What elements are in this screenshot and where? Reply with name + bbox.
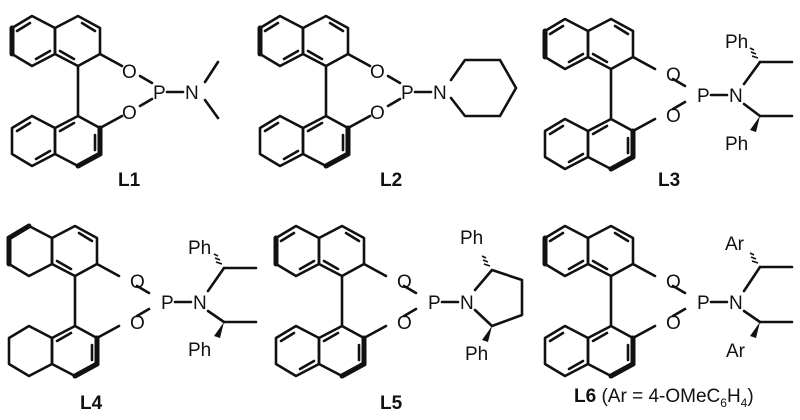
atom-o1: O [370, 62, 385, 83]
ligand-L5: O O P N Ph Ph L5 [270, 210, 540, 420]
structure-L4: O O P N Ph Ph [0, 210, 258, 420]
atom-o1: O [130, 272, 145, 293]
atom-p: P [153, 83, 166, 104]
atom-o1: O [666, 272, 681, 293]
ligand-label: L4 [80, 393, 103, 414]
structure-L1: O O P N [0, 0, 220, 210]
atom-o2: O [666, 106, 681, 127]
phenyl-label: Ph [460, 228, 483, 249]
ar-definition-close: ) [747, 386, 754, 407]
phenyl-label: Ph [465, 344, 488, 365]
atom-o2: O [122, 103, 137, 124]
atom-o1: O [122, 62, 137, 83]
phenyl-label: Ph [725, 32, 748, 53]
ligand-L1: O O P N L1 [0, 0, 270, 210]
ligand-label: L3 [658, 170, 681, 191]
ligand-label: L5 [380, 393, 403, 414]
ligand-L6: O O P N Ar Ar L6 (Ar = 4-OMeC6H4) [530, 210, 800, 420]
phenyl-label: Ph [725, 134, 748, 155]
phenyl-label: Ph [188, 340, 211, 361]
subscript: 6 [720, 395, 727, 410]
ligand-L4: O O P N Ph Ph L4 [0, 210, 270, 420]
atom-n: N [193, 293, 207, 314]
atom-o2: O [370, 103, 385, 124]
ligand-label: L6 (Ar = 4-OMeC6H4) [574, 386, 754, 410]
atom-n: N [185, 83, 199, 104]
atom-p: P [428, 293, 441, 314]
ligand-L3: O O P N Ph Ph L3 [530, 0, 800, 210]
structure-L3: O O P N Ph Ph [530, 0, 794, 210]
atom-n: N [729, 293, 743, 314]
structure-L6: O O P N Ar Ar [530, 210, 794, 420]
atom-p: P [401, 83, 414, 104]
ligand-label: L2 [380, 170, 403, 191]
atom-p: P [161, 293, 174, 314]
structure-L5: O O P N Ph Ph [270, 210, 524, 420]
atom-o2: O [666, 313, 681, 334]
aryl-label: Ar [726, 341, 746, 362]
atom-o2: O [397, 313, 412, 334]
atom-n: N [729, 86, 743, 107]
structure-L2: O O P N [260, 0, 518, 210]
atom-o1: O [666, 65, 681, 86]
atom-n: N [460, 293, 474, 314]
atom-n: N [433, 83, 447, 104]
atom-o2: O [130, 313, 145, 334]
atom-p: P [697, 293, 710, 314]
subscript: 4 [740, 395, 748, 410]
aryl-label: Ar [725, 234, 745, 255]
atom-p: P [697, 86, 710, 107]
ar-definition-h: H [726, 386, 741, 407]
ar-definition: (Ar = 4-OMeC [596, 386, 721, 407]
ligand-label: L1 [118, 170, 141, 191]
phenyl-label: Ph [188, 238, 211, 259]
atom-o1: O [397, 272, 412, 293]
ligand-L2: O O P N L2 [260, 0, 530, 210]
